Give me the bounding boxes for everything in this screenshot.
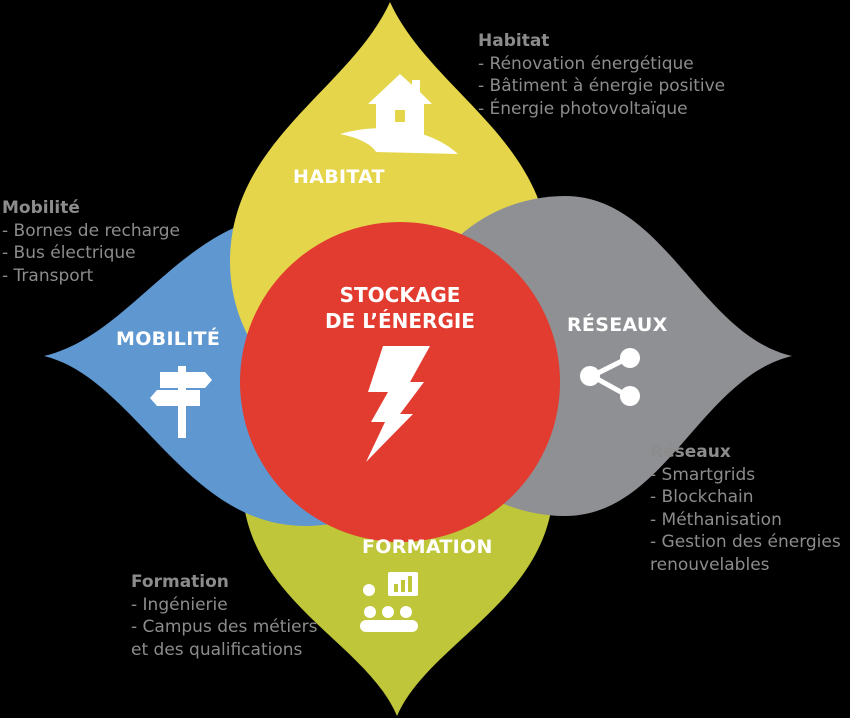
center-title-line2: DE L’ÉNERGIE bbox=[325, 309, 475, 333]
share-icon bbox=[580, 348, 640, 406]
reseaux-info: Réseaux - Smartgrids - Blockchain - Méth… bbox=[650, 441, 841, 576]
reseaux-label: RÉSEAUX bbox=[567, 314, 668, 336]
habitat-label: HABITAT bbox=[293, 166, 385, 188]
info-item: - Méthanisation bbox=[650, 509, 782, 530]
info-item: - Campus des métiers bbox=[131, 617, 318, 637]
info-title: Habitat bbox=[478, 31, 550, 51]
habitat-info: Habitat - Rénovation énergétique - Bâtim… bbox=[478, 30, 725, 120]
info-item: renouvelables bbox=[650, 554, 770, 575]
info-item: - Gestion des énergies bbox=[650, 532, 841, 552]
info-item: - Bornes de recharge bbox=[2, 220, 180, 241]
info-title: Réseaux bbox=[650, 442, 731, 462]
mobilite-info: Mobilité - Bornes de recharge - Bus élec… bbox=[2, 197, 180, 287]
lightning-icon bbox=[366, 346, 430, 462]
center-title: STOCKAGE DE L’ÉNERGIE bbox=[300, 282, 500, 334]
info-item: - Ingénierie bbox=[131, 594, 228, 615]
info-title: Formation bbox=[131, 572, 229, 592]
formation-label: FORMATION bbox=[362, 536, 493, 558]
info-item: - Smartgrids bbox=[650, 464, 756, 485]
mobilite-label: MOBILITÉ bbox=[116, 328, 221, 350]
info-item: - Blockchain bbox=[650, 487, 754, 507]
info-item: - Rénovation énergétique bbox=[478, 53, 694, 74]
info-item: - Bus électrique bbox=[2, 243, 136, 263]
house-icon bbox=[340, 74, 458, 154]
people-chart-icon bbox=[360, 572, 418, 632]
center-title-line1: STOCKAGE bbox=[339, 283, 461, 307]
signpost-icon bbox=[150, 366, 212, 438]
info-item: - Énergie photovoltaïque bbox=[478, 98, 688, 119]
info-item: - Bâtiment à énergie positive bbox=[478, 76, 726, 96]
formation-info: Formation - Ingénierie - Campus des méti… bbox=[131, 571, 317, 661]
info-item: - Transport bbox=[2, 265, 94, 286]
info-title: Mobilité bbox=[2, 198, 80, 218]
info-item: et des qualifications bbox=[131, 639, 303, 660]
